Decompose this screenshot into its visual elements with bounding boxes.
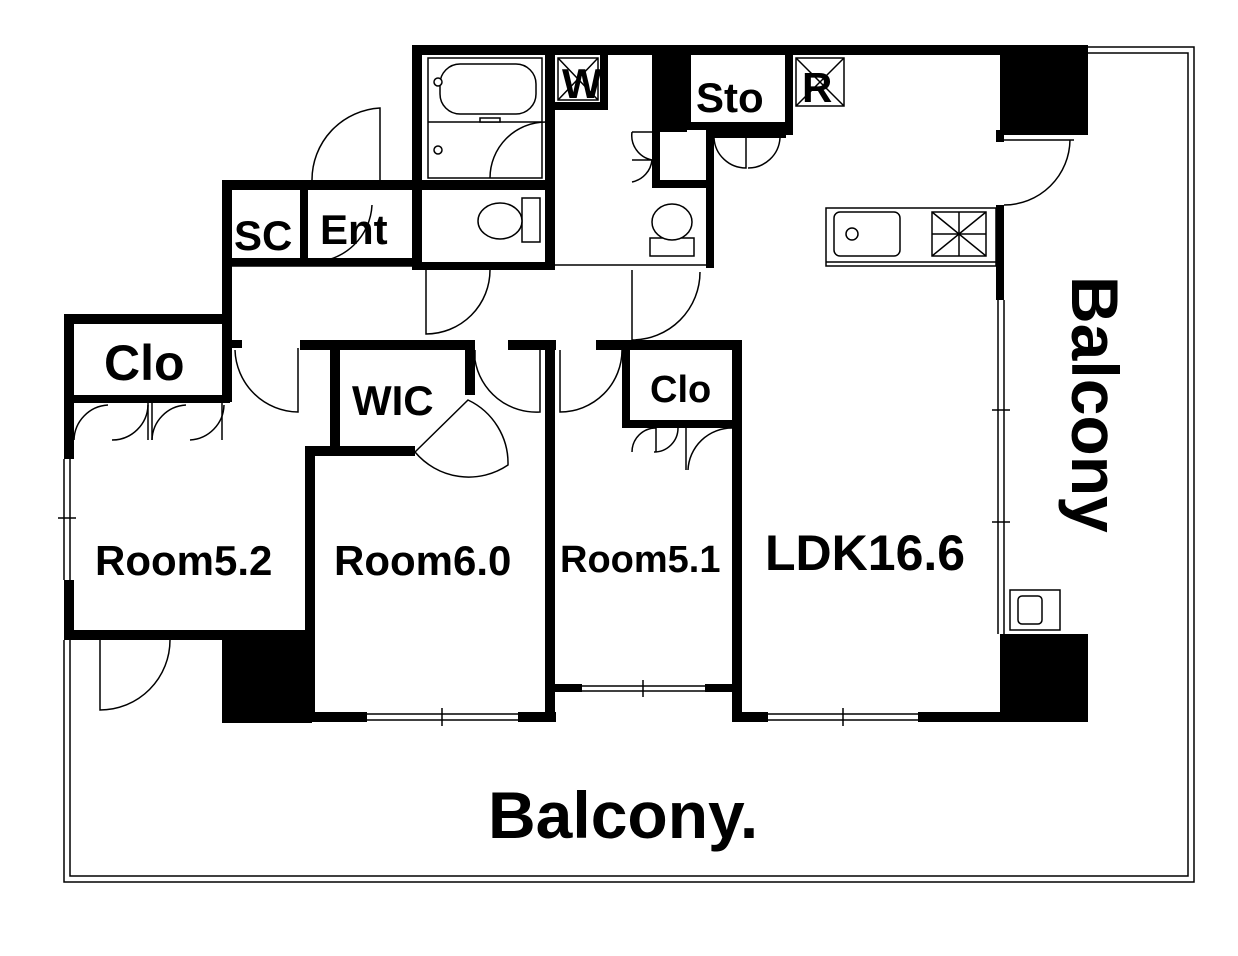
label-wash: W [562, 60, 602, 107]
toilet-2 [649, 203, 695, 257]
label-room3: Room5.1 [560, 539, 720, 581]
bathtub [439, 63, 537, 115]
label-room1: Room5.2 [95, 537, 272, 584]
thin-lines [58, 57, 1010, 726]
balcony-outline [63, 46, 1195, 883]
label-clo1: Clo [104, 335, 185, 391]
label-balcony-bottom: Balcony. [488, 778, 758, 852]
label-ent: Ent [320, 206, 388, 253]
label-balcony-side: Balcony [1058, 276, 1132, 533]
label-wic: WIC [352, 377, 434, 424]
labels: LDK16.6 Room5.2 Room6.0 Room5.1 Clo Clo … [95, 60, 1132, 852]
stove [931, 211, 987, 257]
walls [64, 45, 1088, 723]
label-sc: SC [234, 212, 292, 259]
doors [73, 107, 1074, 711]
label-ref: R [802, 64, 832, 111]
toilet-1 [477, 197, 541, 243]
fixtures [433, 57, 1061, 631]
kitchen-sink [833, 211, 901, 257]
label-ldk: LDK16.6 [765, 525, 965, 581]
label-clo2: Clo [650, 369, 711, 411]
label-room2: Room6.0 [334, 537, 511, 584]
label-sto: Sto [696, 74, 764, 121]
